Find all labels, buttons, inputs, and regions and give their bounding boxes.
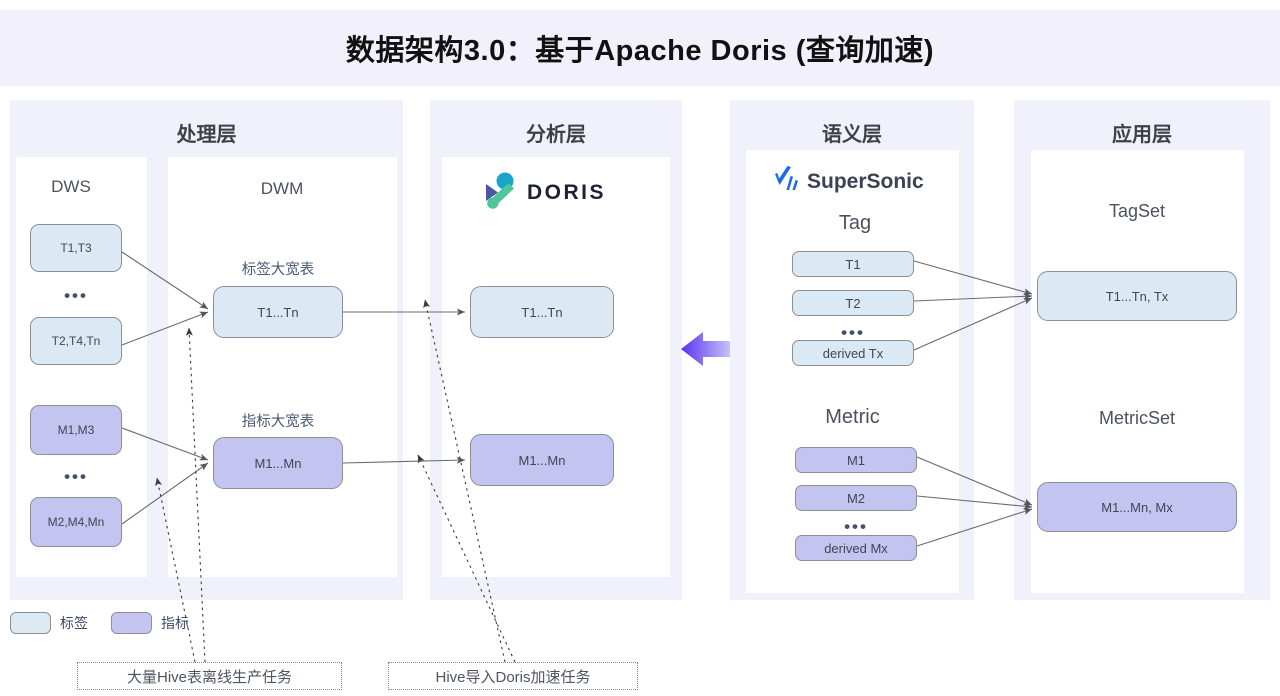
card-analysis xyxy=(442,157,670,577)
panel-analysis-title: 分析层 xyxy=(526,124,586,146)
annotation-hive-offline-task: 大量Hive表离线生产任务 xyxy=(77,662,342,690)
dws-metric-ellipsis: ••• xyxy=(64,467,88,486)
semantic-tag-node-3: derived Tx xyxy=(792,340,914,366)
semantic-metric-node-3: derived Mx xyxy=(795,535,917,561)
panel-application-title: 应用层 xyxy=(1112,124,1172,146)
dws-tag-node-1: T1,T3 xyxy=(30,224,122,272)
metric-wide-table-label: 指标大宽表 xyxy=(241,414,315,430)
annotation-hive-to-doris-task: Hive导入Doris加速任务 xyxy=(388,662,638,690)
right-to-left-flow-arrow xyxy=(680,327,738,376)
doris-logo-icon xyxy=(478,170,518,215)
card-dwm xyxy=(168,157,397,577)
dws-tag-node-2: T2,T4,Tn xyxy=(30,317,122,365)
semantic-tag-node-2: T2 xyxy=(792,290,914,316)
application-metricset-node: M1...Mn, Mx xyxy=(1037,482,1237,532)
legend-swatch-tag xyxy=(10,612,51,634)
semantic-metric-ellipsis: ••• xyxy=(844,517,868,536)
legend-swatch-metric xyxy=(111,612,152,634)
panel-processing-title: 处理层 xyxy=(176,124,237,146)
tagset-heading: TagSet xyxy=(1108,201,1166,221)
semantic-tag-heading: Tag xyxy=(838,212,872,234)
analysis-metric-node: M1...Mn xyxy=(470,434,614,486)
analysis-tag-node: T1...Tn xyxy=(470,286,614,338)
supersonic-logo-icon xyxy=(761,163,801,200)
panel-semantic-title: 语义层 xyxy=(822,124,882,146)
metricset-heading: MetricSet xyxy=(1098,408,1176,428)
dws-heading: DWS xyxy=(51,177,91,196)
dwm-metric-wide-table: M1...Mn xyxy=(213,437,343,489)
dws-metric-node-2: M2,M4,Mn xyxy=(30,497,122,547)
semantic-tag-node-1: T1 xyxy=(792,251,914,277)
doris-logo-text: DORIS xyxy=(527,180,607,204)
supersonic-logo: SuperSonic xyxy=(761,163,924,200)
title-banner: 数据架构3.0：基于Apache Doris (查询加速) xyxy=(0,10,1280,86)
semantic-metric-heading: Metric xyxy=(825,406,880,428)
dwm-tag-wide-table: T1...Tn xyxy=(213,286,343,338)
doris-logo: DORIS xyxy=(478,170,606,215)
legend-label-metric: 指标 xyxy=(161,615,189,631)
page-title: 数据架构3.0：基于Apache Doris (查询加速) xyxy=(345,35,935,67)
application-tagset-node: T1...Tn, Tx xyxy=(1037,271,1237,321)
semantic-metric-node-2: M2 xyxy=(795,485,917,511)
dwm-heading: DWM xyxy=(260,179,304,198)
legend: 标签 指标 xyxy=(10,612,203,634)
dws-metric-node-1: M1,M3 xyxy=(30,405,122,455)
semantic-tag-ellipsis: ••• xyxy=(841,323,865,342)
legend-label-tag: 标签 xyxy=(60,615,88,631)
dws-tag-ellipsis: ••• xyxy=(64,286,88,305)
tag-wide-table-label: 标签大宽表 xyxy=(241,262,315,278)
supersonic-logo-text: SuperSonic xyxy=(807,169,924,193)
semantic-metric-node-1: M1 xyxy=(795,447,917,473)
